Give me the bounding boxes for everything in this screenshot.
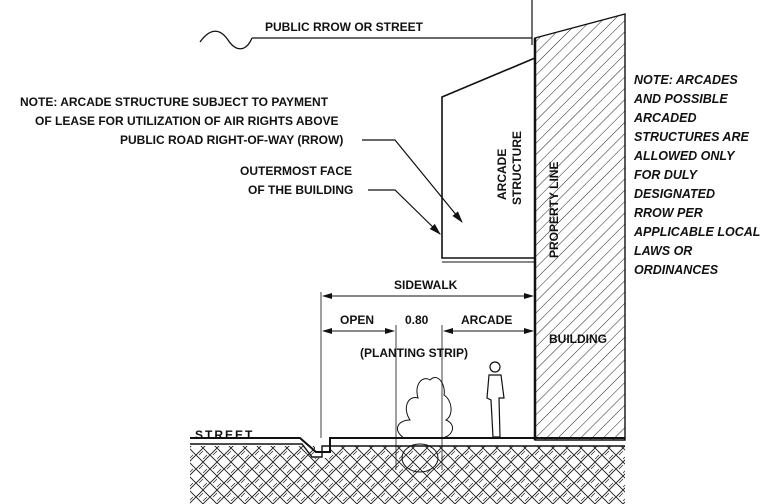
property-line-label: PROPERTY LINE	[547, 162, 561, 258]
note-right-line: ORDINANCES	[634, 263, 719, 277]
note-right-line: STRUCTURES ARE	[634, 130, 749, 144]
tree-icon	[396, 377, 454, 439]
root-ball	[401, 443, 439, 473]
person-icon	[486, 361, 505, 438]
width-value: 0.80	[405, 313, 429, 327]
arcade-label-1: ARCADE	[495, 149, 509, 200]
note-left-3: PUBLIC ROAD RIGHT-OF-WAY (RROW)	[120, 133, 343, 147]
arcade-label-2: STRUCTURE	[510, 131, 524, 205]
break-line	[199, 30, 253, 50]
ground-hatch	[190, 446, 625, 504]
open-label: OPEN	[340, 313, 374, 327]
note-right: NOTE: ARCADES AND POSSIBLE ARCADED STRUC…	[633, 73, 760, 277]
building-label: BUILDING	[549, 332, 607, 346]
note-left-2: OF LEASE FOR UTILIZATION OF AIR RIGHTS A…	[35, 114, 339, 128]
top-label: PUBLIC RROW OR STREET	[265, 20, 424, 34]
pavement-line	[190, 443, 625, 458]
note-right-line: DESIGNATED	[634, 187, 715, 201]
note-right-line: FOR DULY	[634, 168, 699, 182]
planting-strip-label: (PLANTING STRIP)	[360, 346, 468, 360]
sidewalk-label: SIDEWALK	[394, 278, 458, 292]
note-left-1: NOTE: ARCADE STRUCTURE SUBJECT TO PAYMEN…	[20, 95, 329, 109]
note-right-line: ALLOWED ONLY	[633, 149, 736, 163]
note-right-line: RROW PER	[634, 206, 703, 220]
arcade-label: ARCADE	[461, 313, 512, 327]
note-right-line: APPLICABLE LOCAL	[633, 225, 760, 239]
note-right-line: NOTE: ARCADES	[634, 73, 738, 87]
outermost-2: OF THE BUILDING	[248, 183, 353, 197]
note-leader	[362, 139, 463, 223]
outermost-1: OUTERMOST FACE	[240, 164, 352, 178]
street-label: STREET	[195, 428, 254, 442]
street-surface	[190, 437, 625, 453]
note-right-line: AND POSSIBLE	[633, 92, 728, 106]
note-right-line: ARCADED	[633, 111, 697, 125]
face-leader	[368, 189, 441, 235]
note-right-line: LAWS OR	[634, 244, 692, 258]
